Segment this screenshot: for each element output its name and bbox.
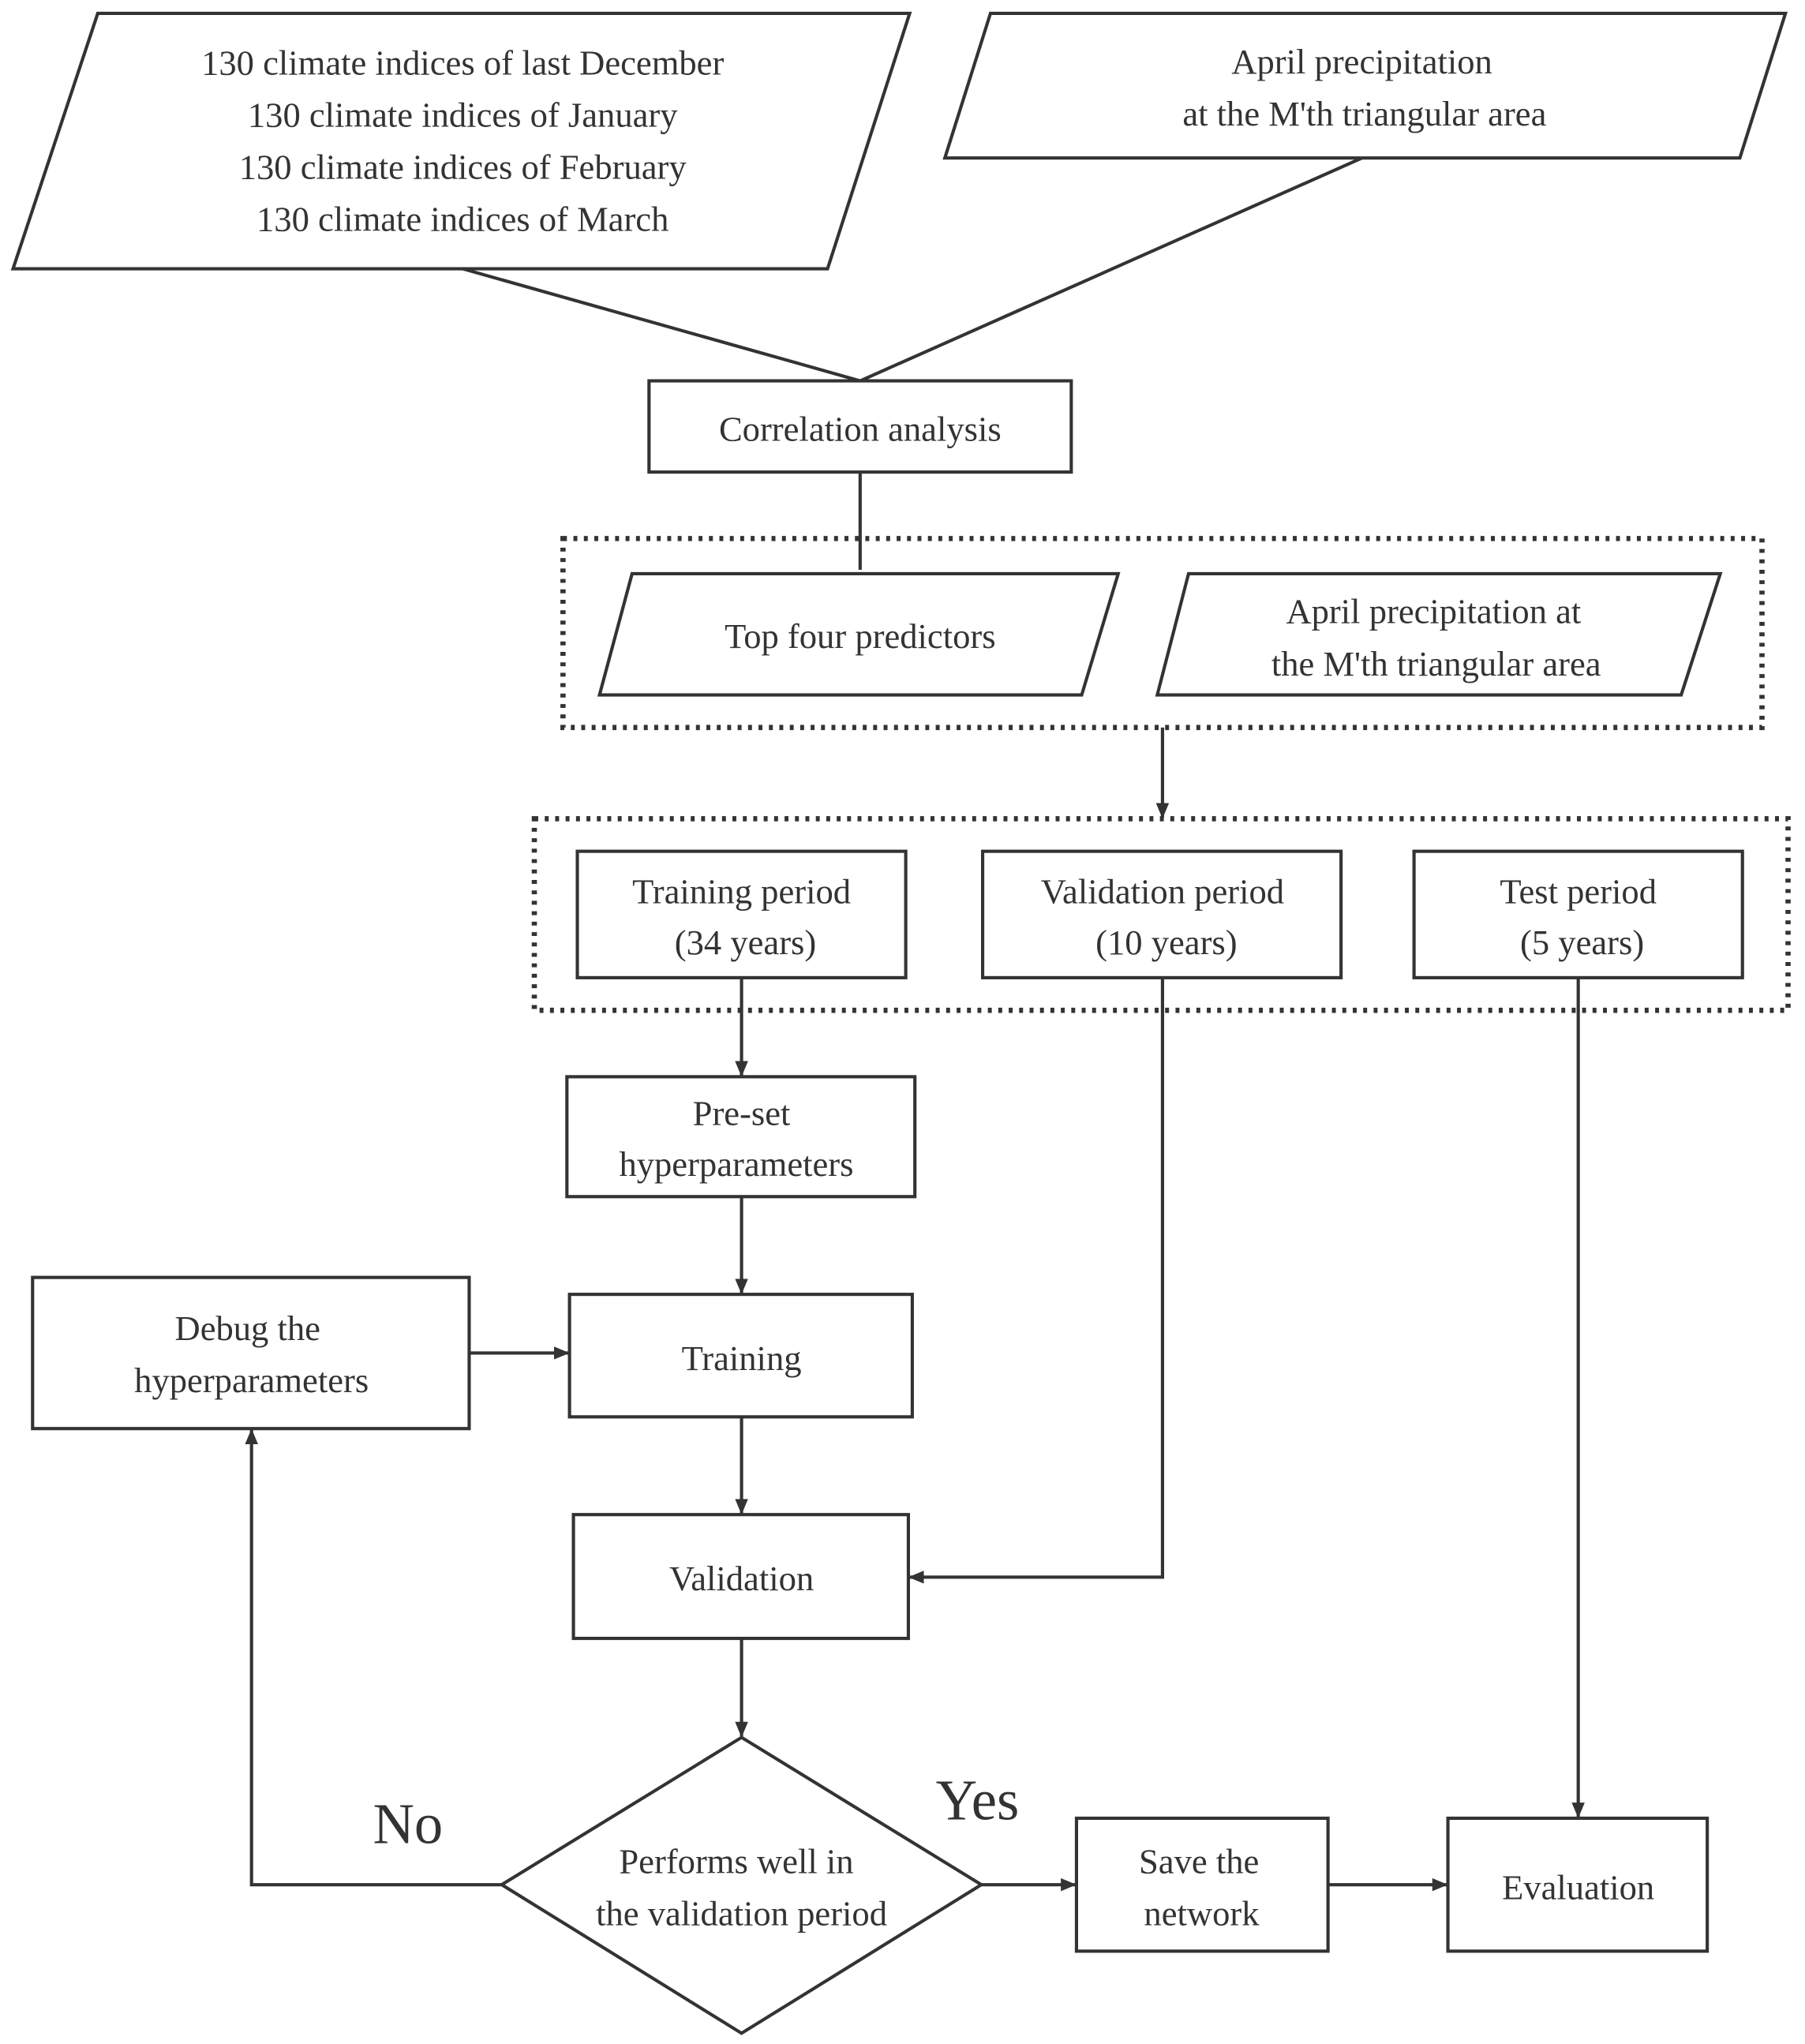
save-line: Save the — [1139, 1841, 1259, 1881]
debug-hyperparameters-box: Debug the hyperparameters — [31, 1275, 471, 1431]
selected-data-group — [560, 536, 1765, 731]
test-period-box: Test period (5 years) — [1412, 849, 1744, 979]
precip-line: at the M'th triangular area — [1182, 94, 1546, 133]
validation-period-box: Validation period (10 years) — [980, 849, 1343, 979]
precip-line: April precipitation at — [1286, 592, 1581, 631]
decision-line: Performs well in — [619, 1841, 853, 1881]
no-label: No — [373, 1791, 443, 1855]
validation-label: Validation — [669, 1559, 814, 1598]
period-years: (5 years) — [1520, 923, 1644, 962]
save-line: network — [1144, 1893, 1260, 1933]
connector-precip-correlation — [859, 156, 1363, 383]
periods-group — [531, 816, 1791, 1013]
training-period-box: Training period (34 years) — [575, 849, 908, 979]
indices-line: 130 climate indices of March — [257, 200, 668, 239]
evaluation-label: Evaluation — [1502, 1867, 1654, 1907]
arrow-valperiod-validation — [908, 977, 1164, 1584]
period-years: (34 years) — [675, 923, 816, 962]
connectors — [245, 156, 1585, 1892]
period-label: Training period — [632, 872, 851, 912]
evaluation-box: Evaluation — [1446, 1816, 1710, 1953]
decision-line: the validation period — [596, 1893, 887, 1933]
correlation-analysis-box: Correlation analysis — [647, 379, 1073, 474]
preset-line: hyperparameters — [619, 1144, 853, 1184]
preset-hyperparameters-box: Pre-set hyperparameters — [565, 1075, 917, 1199]
arrow-no-debug — [245, 1428, 502, 1887]
indices-line: 130 climate indices of February — [239, 148, 687, 187]
preset-line: Pre-set — [693, 1093, 791, 1132]
training-label: Training — [682, 1338, 802, 1378]
climate-indices-input: 130 climate indices of last December 130… — [10, 11, 912, 271]
debug-line: Debug the — [175, 1308, 320, 1348]
period-label: Validation period — [1041, 872, 1284, 912]
period-label: Test period — [1500, 872, 1657, 912]
correlation-label: Correlation analysis — [719, 410, 1002, 449]
selected-precip-box: April precipitation at the M'th triangul… — [1155, 571, 1723, 697]
validation-box: Validation — [571, 1513, 910, 1641]
precip-line: April precipitation — [1231, 42, 1492, 81]
training-box: Training — [567, 1293, 914, 1419]
indices-line: 130 climate indices of last December — [201, 43, 724, 83]
yes-label: Yes — [936, 1769, 1020, 1832]
indices-line: 130 climate indices of January — [248, 95, 678, 135]
predictors-label: Top four predictors — [725, 616, 996, 656]
april-precip-input: April precipitation at the M'th triangul… — [942, 11, 1788, 160]
decision-diamond: Performs well in the validation period — [498, 1735, 985, 2035]
top-predictors-box: Top four predictors — [597, 571, 1121, 697]
precip-line: the M'th triangular area — [1271, 644, 1601, 683]
save-network-box: Save the network — [1074, 1816, 1330, 1953]
debug-line: hyperparameters — [134, 1361, 369, 1400]
period-years: (10 years) — [1095, 923, 1237, 962]
connector-indices-correlation — [462, 267, 861, 383]
